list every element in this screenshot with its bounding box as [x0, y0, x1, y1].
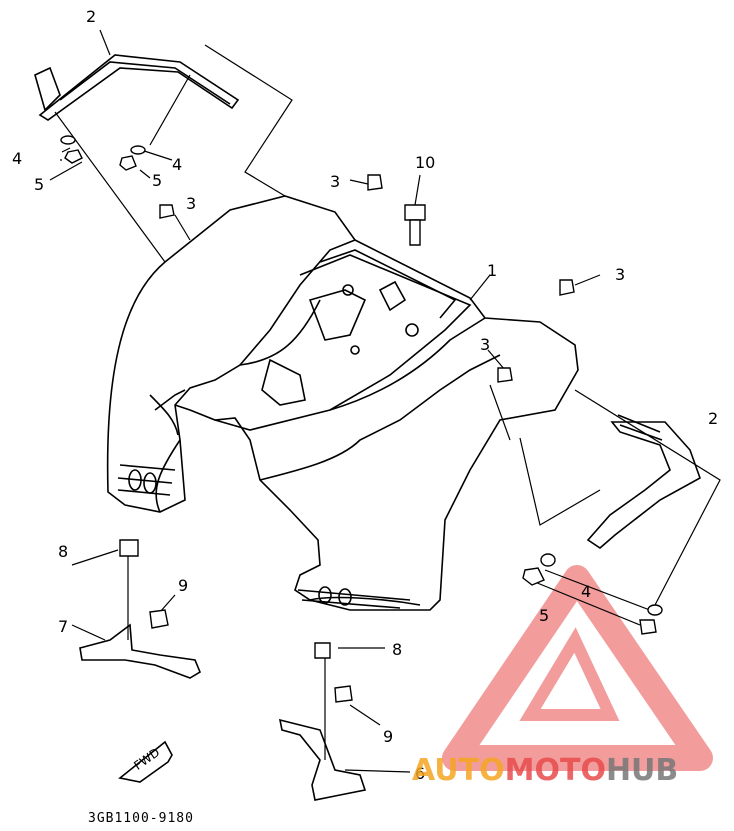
callout-4-center: 4	[172, 155, 182, 174]
bolt-icon	[497, 367, 513, 383]
nut-icon	[119, 155, 137, 171]
callout-4-right: 4	[581, 582, 591, 601]
washer-icon	[540, 553, 556, 567]
callout-8-bottom: 8	[392, 640, 402, 659]
nut-icon	[64, 149, 83, 164]
washer-icon	[130, 145, 146, 155]
callout-5-right: 5	[539, 606, 549, 625]
watermark-text: AUTOMOTOHUB	[412, 753, 678, 788]
callout-2-right: 2	[708, 409, 718, 428]
nut-icon	[522, 567, 545, 586]
callout-8-left: 8	[58, 542, 68, 561]
washer-icon	[60, 135, 76, 145]
svg-text:AUTOMOTOHUB: AUTOMOTOHUB	[412, 753, 678, 788]
callout-1: 1	[487, 261, 497, 280]
nut-icon	[639, 619, 657, 635]
fwd-arrow-icon: FWD	[118, 740, 173, 783]
bolt-icon	[149, 609, 169, 629]
bolt-icon	[159, 204, 175, 219]
hardware	[60, 135, 663, 703]
bolt-icon	[334, 685, 353, 703]
callout-10: 10	[415, 153, 435, 172]
bolt-icon	[367, 174, 383, 191]
callout-3-top: 3	[330, 172, 340, 191]
callout-9-left: 9	[178, 576, 188, 595]
callout-5-left: 5	[34, 175, 44, 194]
callout-3-left: 3	[186, 194, 196, 213]
watermark-hub: HUB	[606, 753, 678, 788]
washer-icon	[647, 604, 663, 616]
callout-9-bottom: 9	[383, 727, 393, 746]
callout-3-right: 3	[615, 265, 625, 284]
watermark-auto: AUTO	[412, 753, 505, 788]
bolt-icon	[559, 279, 575, 296]
grommet-icon	[119, 539, 139, 557]
callout-3-mid: 3	[480, 335, 490, 354]
right-guard	[586, 414, 701, 550]
fender-body	[106, 195, 579, 611]
callout-4-left: 4	[12, 149, 22, 168]
bolt-icon	[404, 204, 426, 221]
brackets	[79, 623, 367, 801]
callout-5-center: 5	[152, 171, 162, 190]
drawing-code: 3GB1100-9180	[88, 811, 194, 826]
leader-lines	[49, 29, 721, 773]
left-guard	[34, 54, 240, 121]
grommet-icon	[314, 642, 331, 659]
watermark-logo	[442, 565, 713, 771]
callout-7: 7	[58, 617, 68, 636]
callouts: 2 4 5 4 5 3 3 10 1 3 3 2 8 9 7 4 5 8 9 6	[12, 7, 718, 783]
callout-2-top: 2	[86, 7, 96, 26]
watermark-moto: MOTO	[505, 753, 606, 788]
callout-6: 6	[415, 764, 425, 783]
